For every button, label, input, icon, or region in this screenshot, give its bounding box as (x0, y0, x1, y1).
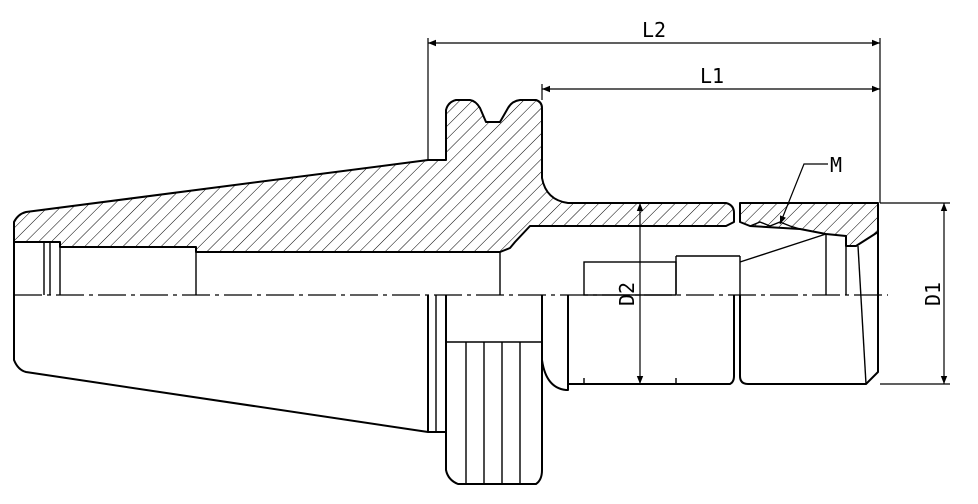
dim-d1-label: D1 (921, 282, 945, 306)
leader-m-label: M (830, 153, 842, 177)
dim-l1-label: L1 (700, 64, 724, 88)
thread-detail (749, 221, 801, 230)
body-cylinder (568, 295, 735, 385)
nut-bevel (857, 245, 867, 385)
hidden-lines (583, 376, 677, 384)
taper-shank (13, 242, 446, 433)
nut-exterior (739, 232, 879, 385)
leader-m (779, 163, 828, 225)
dim-d2-label: D2 (615, 282, 639, 306)
dim-l2-label: L2 (642, 18, 666, 42)
flange (445, 295, 543, 485)
collet-cone (739, 233, 827, 263)
section-body (13, 99, 735, 253)
nut-section (739, 202, 879, 247)
body-lower (541, 295, 569, 391)
